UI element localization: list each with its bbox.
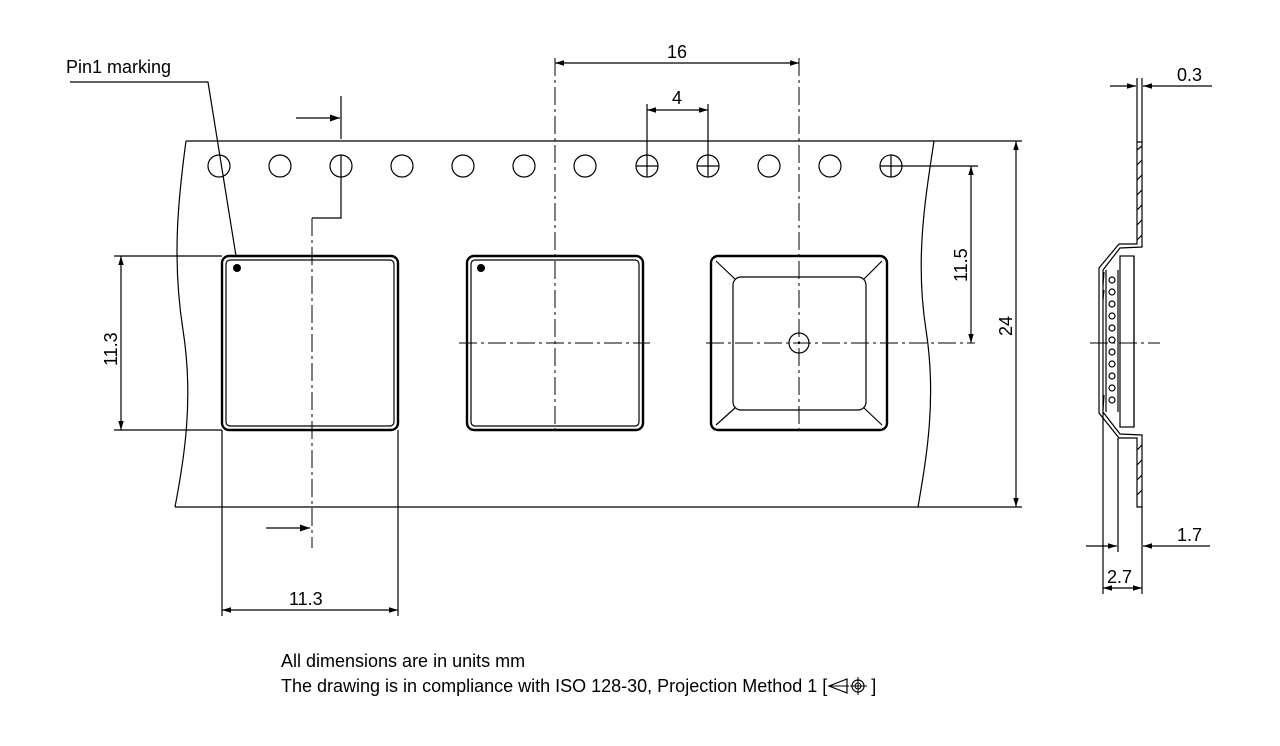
dim-tape-width: 24 [918,140,1022,508]
side-section-view [1090,141,1160,508]
dim-pitch: 16 [555,42,799,66]
dim-depth: 2.7 [1102,412,1143,594]
dim-hole-to-center: 11.5 [902,165,978,343]
component-1 [220,254,400,432]
tape-outline [174,140,935,508]
dim-cover: 1.7 [1086,438,1210,552]
dim-hole-pitch: 4 [646,88,709,155]
dim-tape-width-value: 24 [996,316,1016,336]
dim-thickness-value: 0.3 [1177,65,1202,85]
dim-pocket-height-value: 11.3 [101,332,121,366]
dim-thickness: 0.3 [1110,65,1212,142]
center-lines [311,58,975,548]
dim-hole-pitch-value: 4 [672,88,682,108]
dim-pocket-height: 11.3 [101,255,222,431]
sprocket-holes [207,154,903,178]
dim-hole-to-center-value: 11.5 [951,248,971,282]
dim-depth-value: 2.7 [1107,567,1132,587]
dim-pocket-width-value: 11.3 [289,589,323,609]
feed-arrow-top [296,96,342,219]
pin1-label: Pin1 marking [66,57,171,77]
dim-cover-value: 1.7 [1177,525,1202,545]
dim-pocket-width: 11.3 [221,430,399,616]
projection-symbol-icon [827,677,868,695]
pin1-leader: Pin1 marking [66,57,237,257]
units-note: All dimensions are in units mm [281,651,526,671]
dim-pitch-value: 16 [667,42,687,62]
compliance-note: The drawing is in compliance with ISO 12… [281,675,876,697]
compliance-text: The drawing is in compliance with ISO 12… [281,676,828,696]
compliance-text-end: ] [871,676,877,696]
